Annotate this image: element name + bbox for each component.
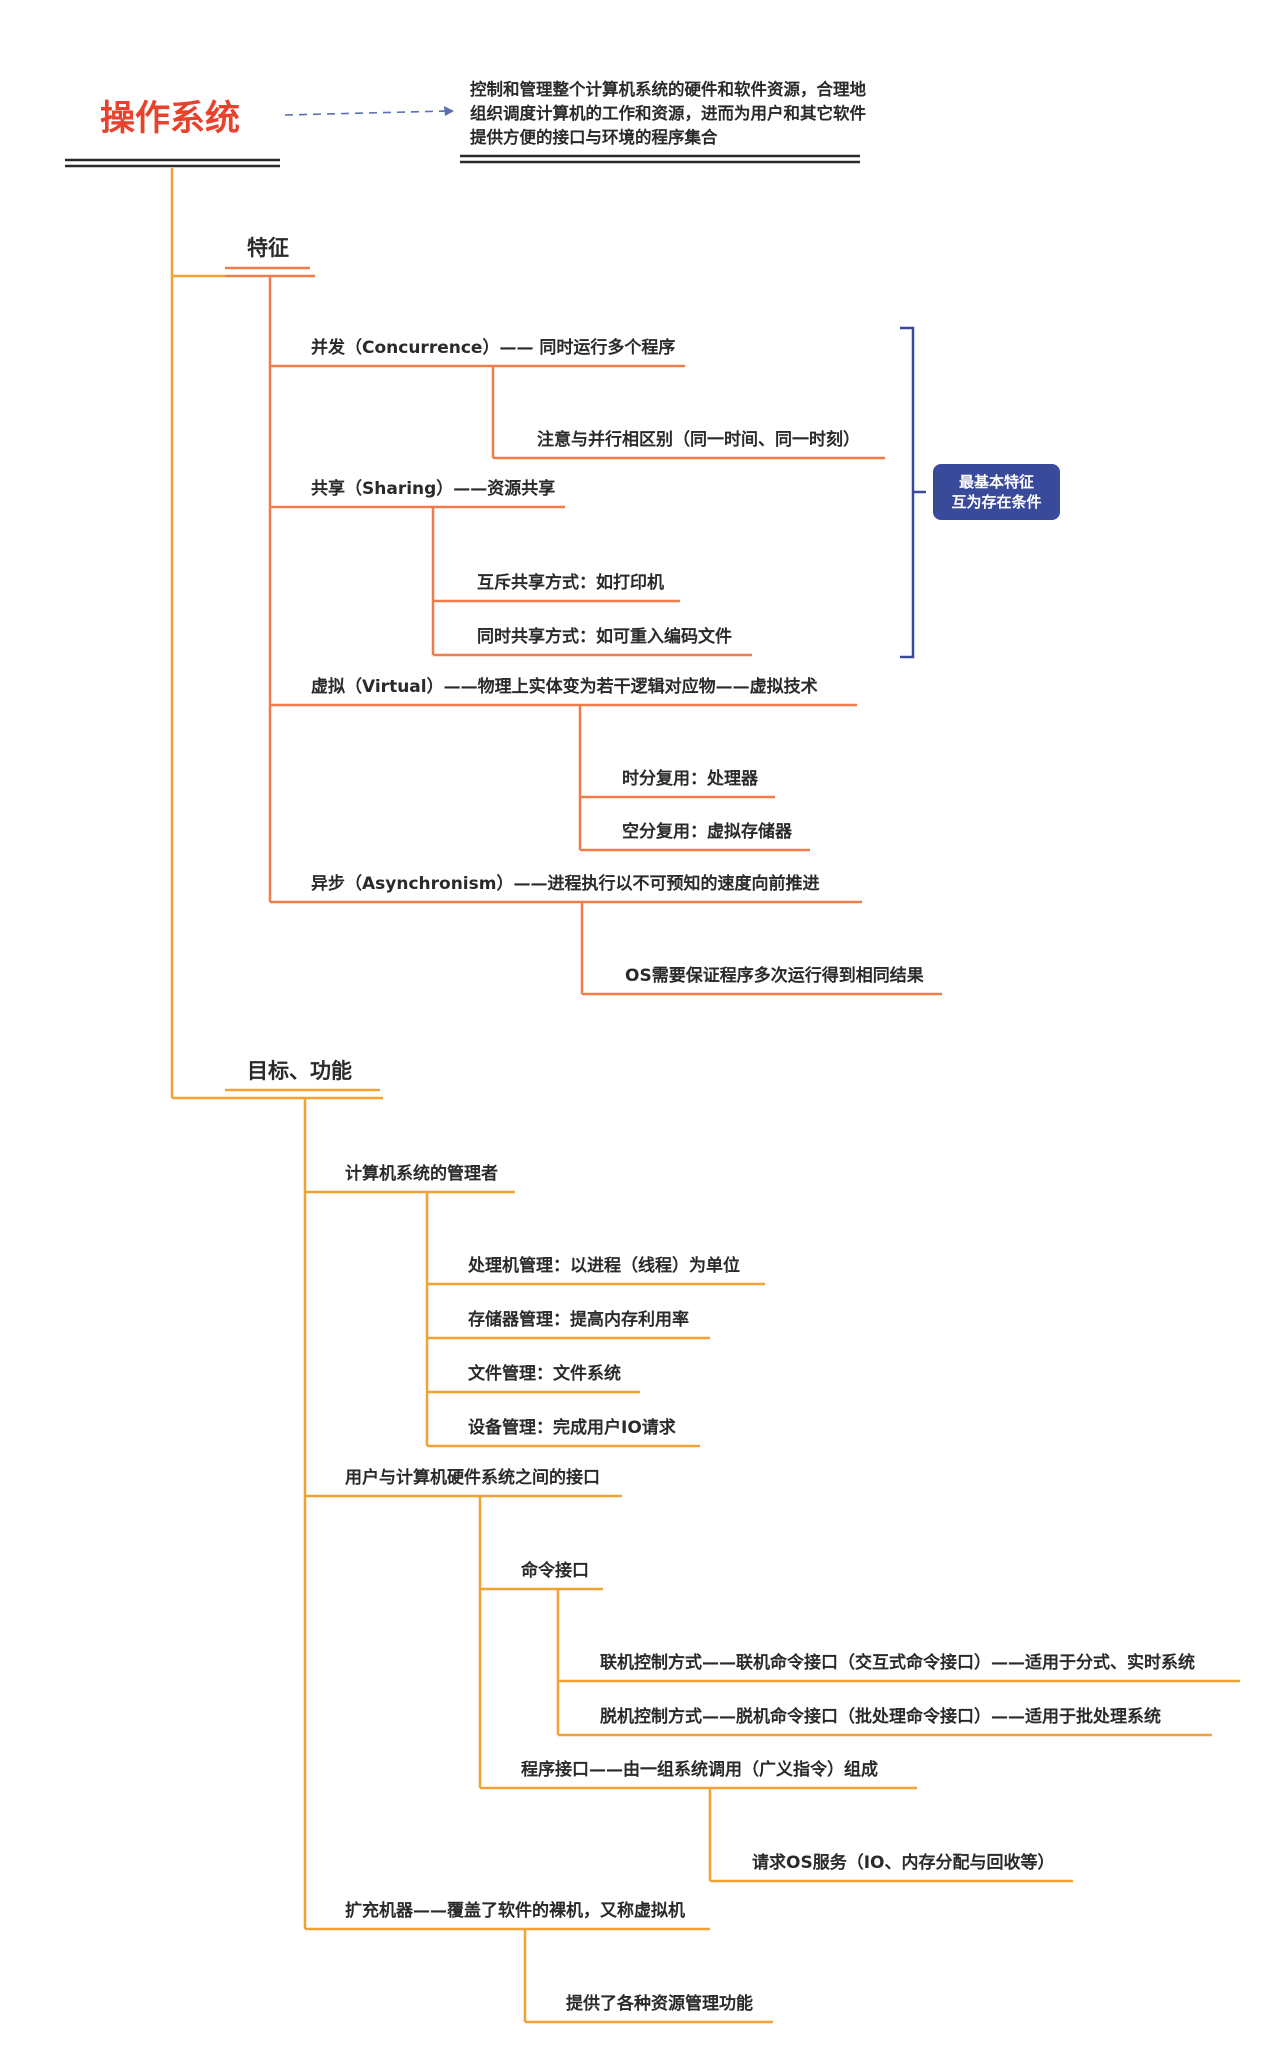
definition-text: 控制和管理整个计算机系统的硬件和软件资源，合理地组织调度计算机的工作和资源，进而… [470, 80, 866, 147]
command-interface-node: 命令接口 [521, 1561, 589, 1581]
interface-node: 用户与计算机硬件系统之间的接口 [345, 1468, 600, 1488]
async-note: OS需要保证程序多次运行得到相同结果 [625, 966, 924, 986]
manager-device: 设备管理：完成用户IO请求 [468, 1418, 676, 1438]
program-request: 请求OS服务（IO、内存分配与回收等） [752, 1853, 1055, 1873]
extension-node: 扩充机器——覆盖了软件的裸机，又称虚拟机 [345, 1901, 685, 1921]
async-node: 异步（Asynchronism）——进程执行以不可预知的速度向前推进 [311, 874, 820, 894]
manager-file: 文件管理：文件系统 [468, 1364, 621, 1384]
badge-line1: 最基本特征 [958, 473, 1034, 491]
concurrence-note: 注意与并行相区别（同一时间、同一时刻） [537, 430, 860, 450]
badge-line2: 互为存在条件 [951, 493, 1042, 511]
goals-node: 目标、功能 [247, 1059, 352, 1083]
program-interface-node: 程序接口——由一组系统调用（广义指令）组成 [521, 1760, 878, 1780]
sharing-simultaneous: 同时共享方式：如可重入编码文件 [477, 627, 732, 647]
sharing-mutex: 互斥共享方式：如打印机 [477, 573, 664, 593]
features-node: 特征 [247, 236, 289, 260]
basic-features-badge: 最基本特征 互为存在条件 [933, 464, 1060, 520]
virtual-space-division: 空分复用：虚拟存储器 [622, 822, 792, 842]
sharing-node: 共享（Sharing）——资源共享 [311, 479, 556, 499]
virtual-time-division: 时分复用：处理器 [622, 769, 758, 789]
concurrence-node: 并发（Concurrence）—— 同时运行多个程序 [311, 338, 676, 358]
virtual-node: 虚拟（Virtual）——物理上实体变为若干逻辑对应物——虚拟技术 [311, 677, 818, 697]
command-offline: 脱机控制方式——脱机命令接口（批处理命令接口）——适用于批处理系统 [600, 1707, 1161, 1727]
command-online: 联机控制方式——联机命令接口（交互式命令接口）——适用于分式、实时系统 [600, 1653, 1195, 1673]
root-title: 操作系统 [100, 99, 241, 139]
manager-memory: 存储器管理：提高内存利用率 [468, 1310, 689, 1330]
manager-node: 计算机系统的管理者 [345, 1164, 498, 1184]
extension-note: 提供了各种资源管理功能 [566, 1994, 753, 2014]
manager-processor: 处理机管理：以进程（线程）为单位 [468, 1256, 740, 1276]
